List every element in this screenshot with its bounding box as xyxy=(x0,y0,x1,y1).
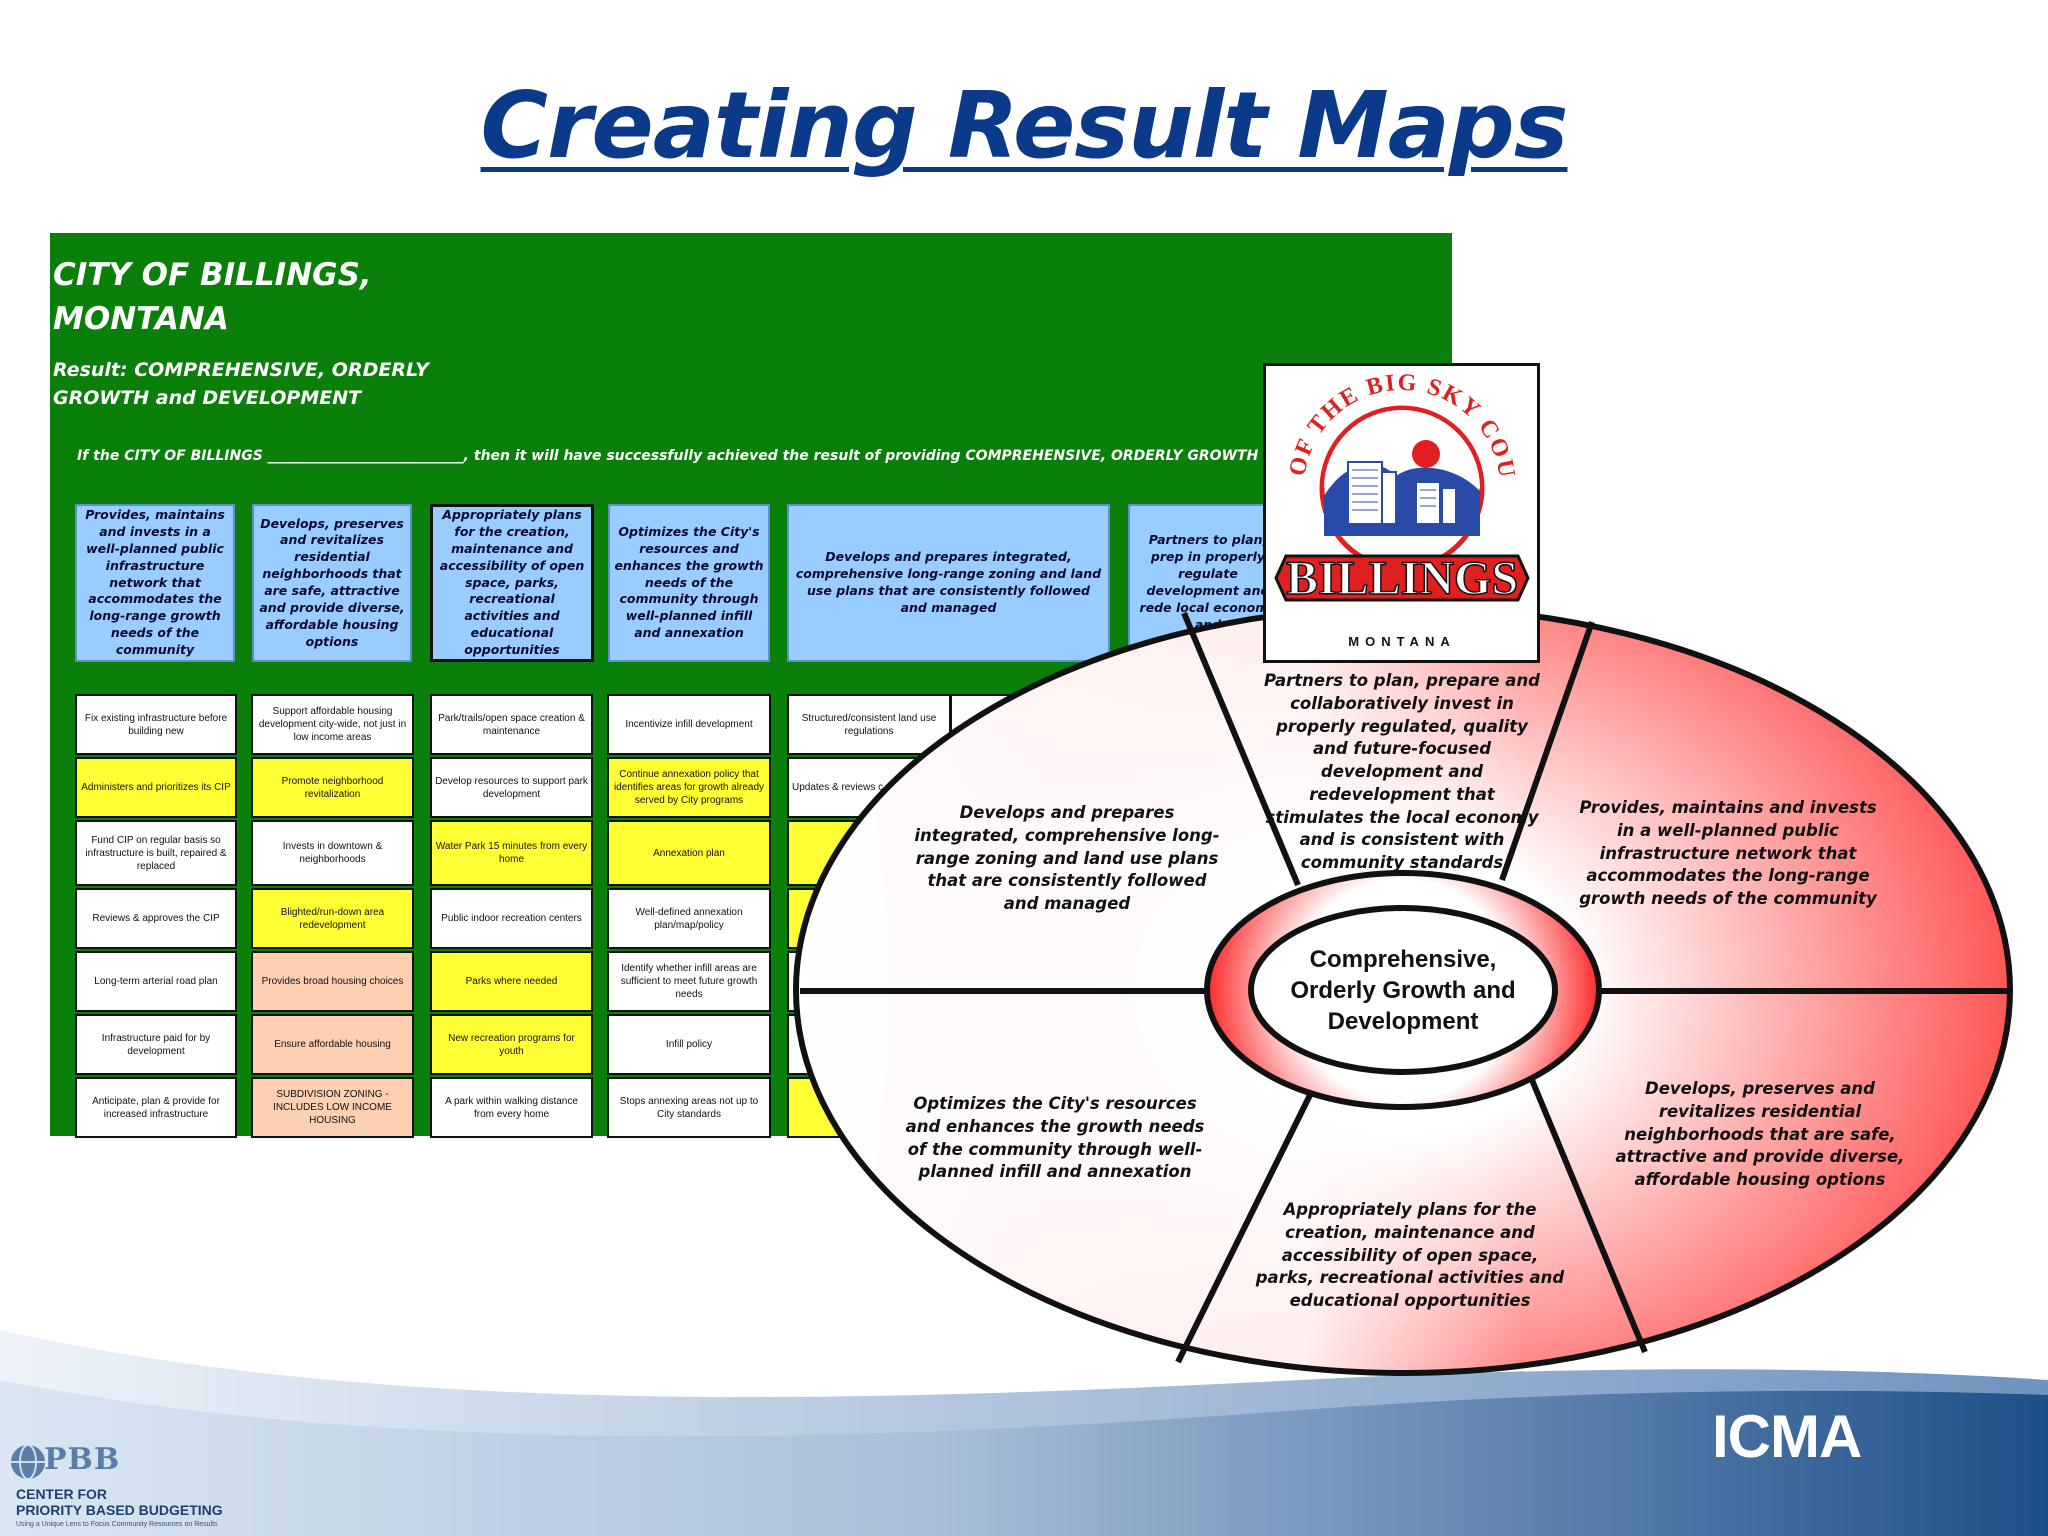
strategy-cell: Continue annexation policy that identifi… xyxy=(607,757,771,818)
svg-text:ICMA: ICMA xyxy=(1712,1405,1861,1465)
strategy-cell: Reviews & approves the CIP xyxy=(75,888,237,949)
strategy-cell: Annexation plan xyxy=(607,820,771,886)
strategy-cell: Provides broad housing choices xyxy=(251,951,414,1012)
city-name-line2: MONTANA xyxy=(53,301,229,337)
result-line2: GROWTH and DEVELOPMENT xyxy=(53,387,362,409)
strategy-cell: Well-defined annexation plan/map/policy xyxy=(607,888,771,949)
strategy-cell: Incentivize infill development xyxy=(607,694,771,755)
strategy-cell: Administers and prioritizes its CIP xyxy=(75,757,237,818)
strategy-cell: Park/trails/open space creation & mainte… xyxy=(430,694,593,755)
wheel-segment-bottom: Appropriately plans for the creation, ma… xyxy=(1255,1200,1565,1311)
strategy-cell: Long-term arterial road plan xyxy=(75,951,237,1012)
wheel-segment-top: Partners to plan, prepare and collaborat… xyxy=(1263,671,1540,873)
strategy-cell: Infrastructure paid for by development xyxy=(75,1014,237,1075)
wheel-center-label: Comprehensive, Orderly Growth and Develo… xyxy=(1290,946,1516,1036)
wheel-segment-upper-left: Develops and prepares integrated, compre… xyxy=(914,803,1220,914)
strategy-cell: Stops annexing areas not up to City stan… xyxy=(607,1077,771,1138)
strategy-cell: Parks where needed xyxy=(430,951,593,1012)
wheel-segment-lower-right: Develops, preserves and revitalizes resi… xyxy=(1615,1079,1905,1190)
strategy-cell: Invests in downtown & neighborhoods xyxy=(251,820,414,886)
pbb-line1: CENTER FOR xyxy=(16,1486,107,1502)
svg-text:MONTANA: MONTANA xyxy=(1348,634,1455,649)
strategy-cell: SUBDIVISION ZONING - INCLUDES LOW INCOME… xyxy=(251,1077,414,1138)
strategy-cell: Public indoor recreation centers xyxy=(430,888,593,949)
pbb-line2: PRIORITY BASED BUDGETING xyxy=(16,1502,223,1518)
column-header: Optimizes the City's resources and enhan… xyxy=(608,504,770,662)
strategy-cell: Blighted/run-down area redevelopment xyxy=(251,888,414,949)
column-header: Appropriately plans for the creation, ma… xyxy=(430,504,594,662)
icma-logo-icon: ICMA xyxy=(1712,1403,1862,1470)
strategy-cell: New recreation programs for youth xyxy=(430,1014,593,1075)
pbb-tagline: Using a Unique Lens to Focus Community R… xyxy=(16,1521,218,1528)
strategy-cell: Infill policy xyxy=(607,1014,771,1075)
strategy-cell: Anticipate, plan & provide for increased… xyxy=(75,1077,237,1138)
strategy-cell: A park within walking distance from ever… xyxy=(430,1077,593,1138)
wheel-segment-lower-left: Optimizes the City's resources and enhan… xyxy=(905,1094,1205,1182)
strategy-cell: Develop resources to support park develo… xyxy=(430,757,593,818)
result-line1: Result: COMPREHENSIVE, ORDERLY xyxy=(53,359,429,381)
billings-logo: STAR OF THE BIG SKY COUNTRY BILLINGS MON… xyxy=(1256,346,1540,663)
pbb-title: PBB xyxy=(44,1442,121,1477)
pbb-globe-icon xyxy=(11,1444,45,1480)
strategy-cell: Fund CIP on regular basis so infrastruct… xyxy=(75,820,237,886)
slide-title: Creating Result Maps xyxy=(480,72,1569,179)
strategy-cell: Ensure affordable housing xyxy=(251,1014,414,1075)
strategy-cell: Identify whether infill areas are suffic… xyxy=(607,951,771,1012)
strategy-cell: Water Park 15 minutes from every home xyxy=(430,820,593,886)
svg-text:BILLINGS: BILLINGS xyxy=(1286,552,1518,605)
wheel-segment-upper-right: Provides, maintains and invests in a wel… xyxy=(1579,798,1877,909)
city-name-line1: CITY OF BILLINGS, xyxy=(53,257,372,293)
strategy-cell: Support affordable housing development c… xyxy=(251,694,414,755)
result-statement: If the CITY OF BILLINGS ________________… xyxy=(77,448,1330,464)
strategy-cell: Promote neighborhood revitalization xyxy=(251,757,414,818)
icma-logo: ICMA xyxy=(1712,1403,1892,1470)
column-header: Develops, preserves and revitalizes resi… xyxy=(252,504,412,662)
column-header: Provides, maintains and invests in a wel… xyxy=(75,504,235,662)
big-sky-seal-icon: STAR OF THE BIG SKY COUNTRY BILLINGS MON… xyxy=(1256,346,1530,649)
strategy-cell: Fix existing infrastructure before build… xyxy=(75,694,237,755)
